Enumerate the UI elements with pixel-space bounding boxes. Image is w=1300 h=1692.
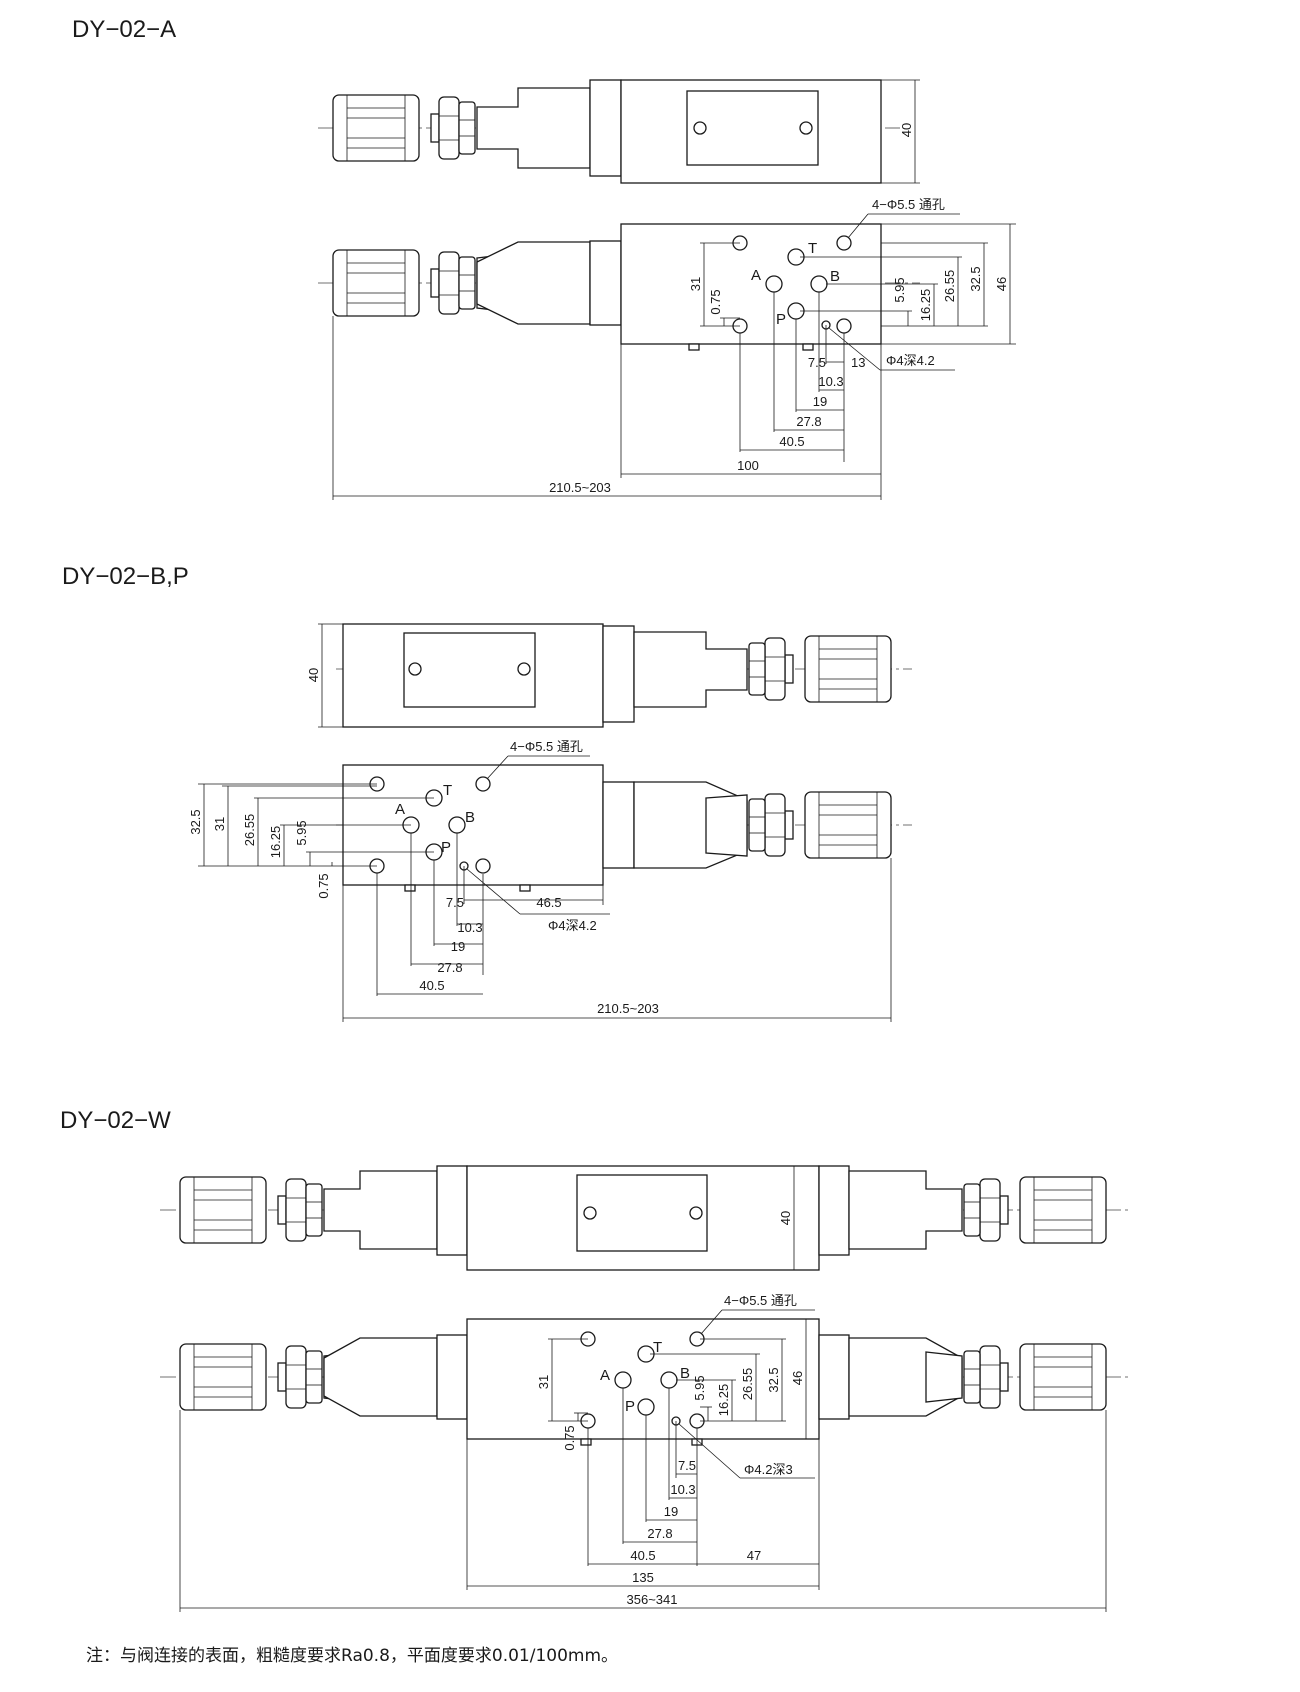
- port-label: A: [751, 267, 761, 284]
- port-label: P: [441, 839, 451, 856]
- dim-5-95: 5.95: [692, 1375, 707, 1400]
- dim-31: 31: [212, 817, 227, 831]
- dim-7-5: 7.5: [446, 895, 464, 910]
- dim-26-55: 26.55: [740, 1368, 755, 1401]
- lock-nut-icon: [748, 637, 794, 701]
- adjust-knob-icon: [1019, 1343, 1107, 1411]
- dim-overall: 356~341: [627, 1592, 678, 1607]
- port-label: T: [443, 782, 452, 799]
- port-label: A: [395, 801, 405, 818]
- view-dy-02-a: DY−02−A 40: [72, 16, 1016, 500]
- dim-0-75: 0.75: [708, 289, 723, 314]
- lock-nut-icon: [430, 251, 476, 315]
- nameplate: [686, 90, 819, 166]
- adjust-knob-icon: [332, 249, 420, 317]
- port-label: B: [465, 809, 475, 826]
- dim-27-8: 27.8: [437, 960, 462, 975]
- top-view: 40: [318, 79, 920, 184]
- dim-13: 13: [851, 355, 865, 370]
- dim-10-3: 10.3: [670, 1482, 695, 1497]
- dim-46: 46: [790, 1371, 805, 1385]
- dim-26-55: 26.55: [942, 270, 957, 303]
- dim-7-5: 7.5: [678, 1458, 696, 1473]
- adjust-knob-icon: [179, 1343, 267, 1411]
- lock-nut-icon: [748, 793, 794, 857]
- lock-nut-icon: [963, 1345, 1009, 1409]
- view-title: DY−02−B,P: [62, 563, 189, 590]
- port-label: B: [830, 268, 840, 285]
- dim-27-8: 27.8: [796, 414, 821, 429]
- view-title: DY−02−W: [60, 1107, 171, 1134]
- dim-0-75: 0.75: [316, 873, 331, 898]
- dim-5-95: 5.95: [892, 277, 907, 302]
- footnote: 注：与阀连接的表面，粗糙度要求Ra0.8，平面度要求0.01/100mm。: [86, 1646, 618, 1666]
- nameplate: [403, 632, 536, 708]
- lock-nut-icon: [277, 1178, 323, 1242]
- dim-135: 135: [632, 1570, 654, 1585]
- port-label: T: [808, 240, 817, 257]
- dim-19: 19: [813, 394, 827, 409]
- lock-nut-icon: [277, 1345, 323, 1409]
- dim-thru-holes: 4−Φ5.5 通孔: [724, 1293, 797, 1308]
- dim-40-5: 40.5: [419, 978, 444, 993]
- dim-32-5: 32.5: [766, 1367, 781, 1392]
- front-view: T A B P 4−Φ5.5 通孔 31 0.75 5.95 16.25 2: [160, 1293, 1128, 1612]
- dim-10-3: 10.3: [457, 920, 482, 935]
- nameplate: [576, 1174, 708, 1252]
- dim-47: 47: [747, 1548, 761, 1563]
- view-dy-02-bp: DY−02−B,P 40: [62, 563, 912, 1022]
- view-title: DY−02−A: [72, 16, 176, 43]
- dim-5-95: 5.95: [294, 820, 309, 845]
- dim-40-5: 40.5: [779, 434, 804, 449]
- dim-31: 31: [688, 277, 703, 291]
- dim-100: 100: [737, 458, 759, 473]
- dim-40: 40: [306, 668, 321, 682]
- port-label: T: [653, 1339, 662, 1356]
- dim-16-25: 16.25: [918, 289, 933, 322]
- dim-46: 46: [994, 277, 1009, 291]
- dim-32-5: 32.5: [188, 809, 203, 834]
- dim-19: 19: [451, 939, 465, 954]
- dim-46-5: 46.5: [536, 895, 561, 910]
- dim-26-55: 26.55: [242, 814, 257, 847]
- port-label: B: [680, 1365, 690, 1382]
- dim-0-75: 0.75: [562, 1425, 577, 1450]
- dim-7-5: 7.5: [808, 355, 826, 370]
- front-view: T A B P 4−Φ5.5 通孔 46 32.5 26.55 16.25: [318, 197, 1016, 500]
- dim-overall: 210.5~203: [597, 1001, 659, 1016]
- dim-overall: 210.5~203: [549, 480, 611, 495]
- dim-32-5: 32.5: [968, 266, 983, 291]
- adjust-knob-icon: [332, 94, 420, 162]
- dim-thru-holes: 4−Φ5.5 通孔: [872, 197, 945, 212]
- adjust-knob-icon: [804, 791, 892, 859]
- dim-40: 40: [778, 1211, 793, 1225]
- dim-10-3: 10.3: [818, 374, 843, 389]
- view-dy-02-w: DY−02−W 40: [60, 1107, 1128, 1612]
- top-view: 40: [160, 1165, 1128, 1271]
- port-label: P: [625, 1398, 635, 1415]
- front-view: T A B P 4−Φ5.5 通孔 32.5 31 26.55 16.25 5.…: [188, 739, 912, 1022]
- adjust-knob-icon: [179, 1176, 267, 1244]
- dim-16-25: 16.25: [268, 826, 283, 859]
- port-label: A: [600, 1367, 610, 1384]
- dim-16-25: 16.25: [716, 1384, 731, 1417]
- lock-nut-icon: [430, 96, 476, 160]
- dim-31: 31: [536, 1375, 551, 1389]
- lock-nut-icon: [963, 1178, 1009, 1242]
- dim-thru-holes: 4−Φ5.5 通孔: [510, 739, 583, 754]
- dim-27-8: 27.8: [647, 1526, 672, 1541]
- port-label: P: [776, 311, 786, 328]
- dim-pin-hole: Φ4深4.2: [548, 918, 597, 933]
- adjust-knob-icon: [804, 635, 892, 703]
- dim-pin-hole: Φ4深4.2: [886, 353, 935, 368]
- dim-40-5: 40.5: [630, 1548, 655, 1563]
- top-view: 40: [306, 623, 912, 728]
- dim-40: 40: [899, 123, 914, 137]
- dim-19: 19: [664, 1504, 678, 1519]
- dim-pin-hole: Φ4.2深3: [744, 1462, 793, 1477]
- adjust-knob-icon: [1019, 1176, 1107, 1244]
